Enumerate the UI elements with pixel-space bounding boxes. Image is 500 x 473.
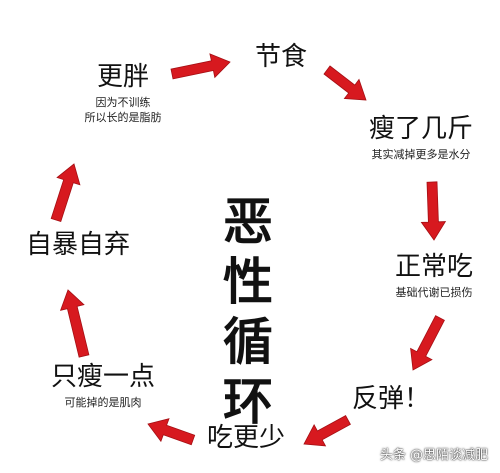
- cycle-arrow-3: [420, 181, 447, 241]
- node-eat-normal-note: 基础代谢已损伤: [395, 286, 473, 299]
- cycle-arrow-6: [147, 418, 196, 446]
- watermark: 头条 @思陌谈减肥: [379, 448, 488, 463]
- center-title-line1: 恶 性: [223, 192, 279, 311]
- node-fatter-note: 因为不训练 所以长的是脂肪: [84, 96, 162, 124]
- node-give-up: 自暴自弃: [8, 230, 148, 260]
- node-rebound-label: 反弹！: [351, 384, 430, 414]
- cycle-arrow-8: [50, 163, 81, 223]
- node-lose-little-label: 只瘦一点: [50, 362, 155, 392]
- center-title: 恶 性 循 环: [186, 192, 316, 432]
- cycle-arrow-5: [303, 415, 351, 447]
- node-diet-label: 节食: [254, 42, 307, 72]
- node-eat-less: 吃更少: [196, 423, 296, 453]
- cycle-arrow-7: [59, 289, 90, 358]
- node-rebound: 反弹！: [341, 384, 441, 414]
- node-fatter: 更胖 因为不训练 所以长的是脂肪: [63, 62, 183, 125]
- cycle-arrow-4: [410, 315, 445, 371]
- node-diet: 节食: [236, 42, 326, 72]
- cycle-arrow-2: [323, 65, 367, 101]
- node-give-up-label: 自暴自弃: [25, 230, 130, 260]
- node-lose-little: 只瘦一点 可能掉的是肌肉: [38, 362, 168, 410]
- node-lose-little-note: 可能掉的是肌肉: [64, 396, 142, 409]
- cycle-arrow-1: [170, 53, 231, 80]
- node-eat-normal: 正常吃 基础代谢已损伤: [374, 252, 494, 300]
- node-lost-weight-note: 其实减掉更多是水分: [371, 148, 471, 161]
- center-title-line2: 循 环: [223, 312, 279, 431]
- node-lost-weight-label: 瘦了几斤: [368, 114, 473, 144]
- node-eat-less-label: 吃更少: [206, 423, 285, 453]
- node-fatter-label: 更胖: [96, 62, 149, 92]
- node-eat-normal-label: 正常吃: [394, 252, 473, 282]
- node-lost-weight: 瘦了几斤 其实减掉更多是水分: [346, 114, 496, 162]
